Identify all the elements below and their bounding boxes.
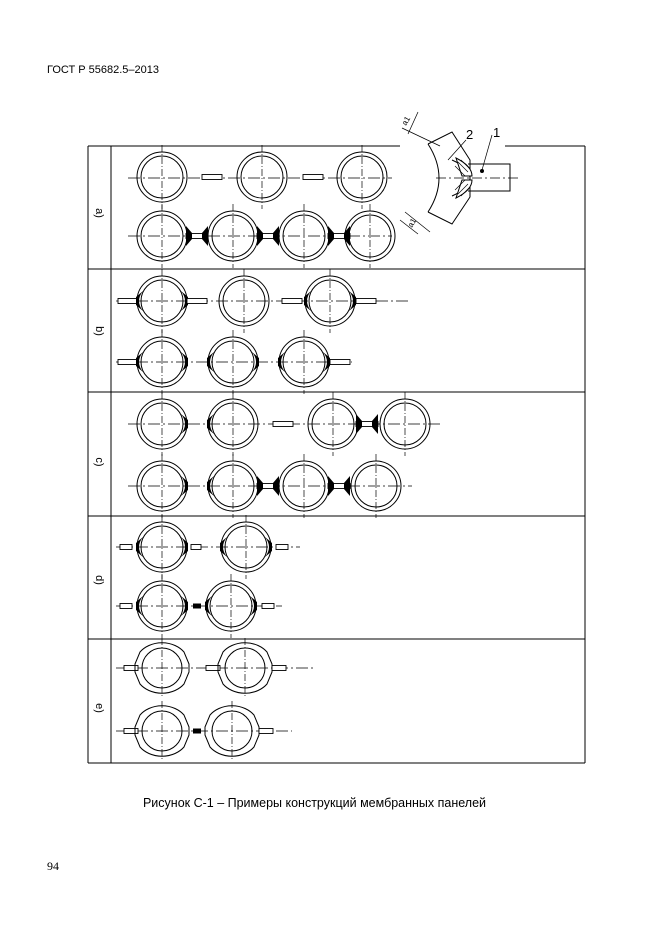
figure-caption-text: Рисунок С-1 – Примеры конструкций мембра… xyxy=(142,796,487,810)
row-b-drawing xyxy=(116,269,410,394)
row-c-drawing xyxy=(128,392,440,518)
row-d-drawing xyxy=(116,515,300,638)
row-label-a: a) xyxy=(93,208,105,218)
callout-1: 1 xyxy=(493,125,500,140)
dimension-a1-bottom: a1 xyxy=(406,216,419,229)
row-label-c: c) xyxy=(93,457,105,466)
row-label-d: d) xyxy=(93,575,105,585)
figure-table-frame xyxy=(87,145,586,764)
callout-2: 2 xyxy=(466,127,473,142)
page-number: 94 xyxy=(47,859,59,873)
figure-caption: Рисунок С-1 – Примеры конструкций мембра… xyxy=(0,796,661,810)
dimension-a1-top: a1 xyxy=(400,114,413,127)
row-e-drawing xyxy=(116,637,316,762)
row-a-drawing xyxy=(128,145,395,268)
row-label-e: e) xyxy=(93,703,105,713)
weld-detail-view xyxy=(399,111,520,235)
row-label-b: b) xyxy=(93,326,105,336)
document-standard-header: ГОСТ Р 55682.5–2013 xyxy=(47,64,159,76)
